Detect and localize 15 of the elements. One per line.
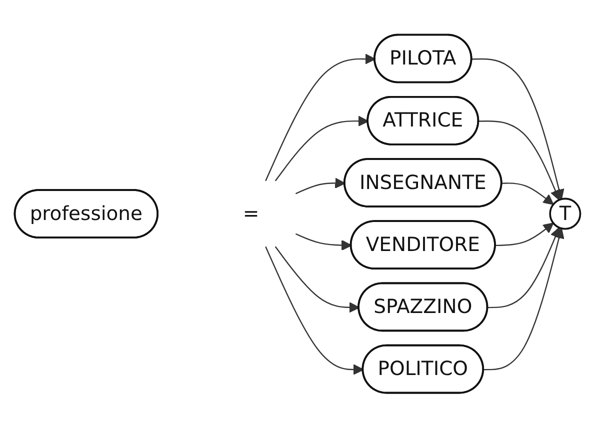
arrow xyxy=(265,54,376,182)
arrow xyxy=(502,182,554,206)
arrow xyxy=(488,227,560,308)
arrow xyxy=(274,246,360,313)
arrow xyxy=(265,246,364,376)
arrow xyxy=(274,116,369,182)
arrow xyxy=(478,120,560,201)
arrow xyxy=(496,222,554,246)
syntax-diagram: professione = PILOTA ATTRICE INSEGNANTE VENDITORE SPAZZINO POLITICO T xyxy=(5,25,590,403)
node-circle xyxy=(549,198,582,230)
node-text: = xyxy=(242,202,260,225)
arrow xyxy=(472,58,564,200)
arrow xyxy=(484,228,564,370)
arrow xyxy=(295,234,352,251)
arrow xyxy=(295,178,346,194)
